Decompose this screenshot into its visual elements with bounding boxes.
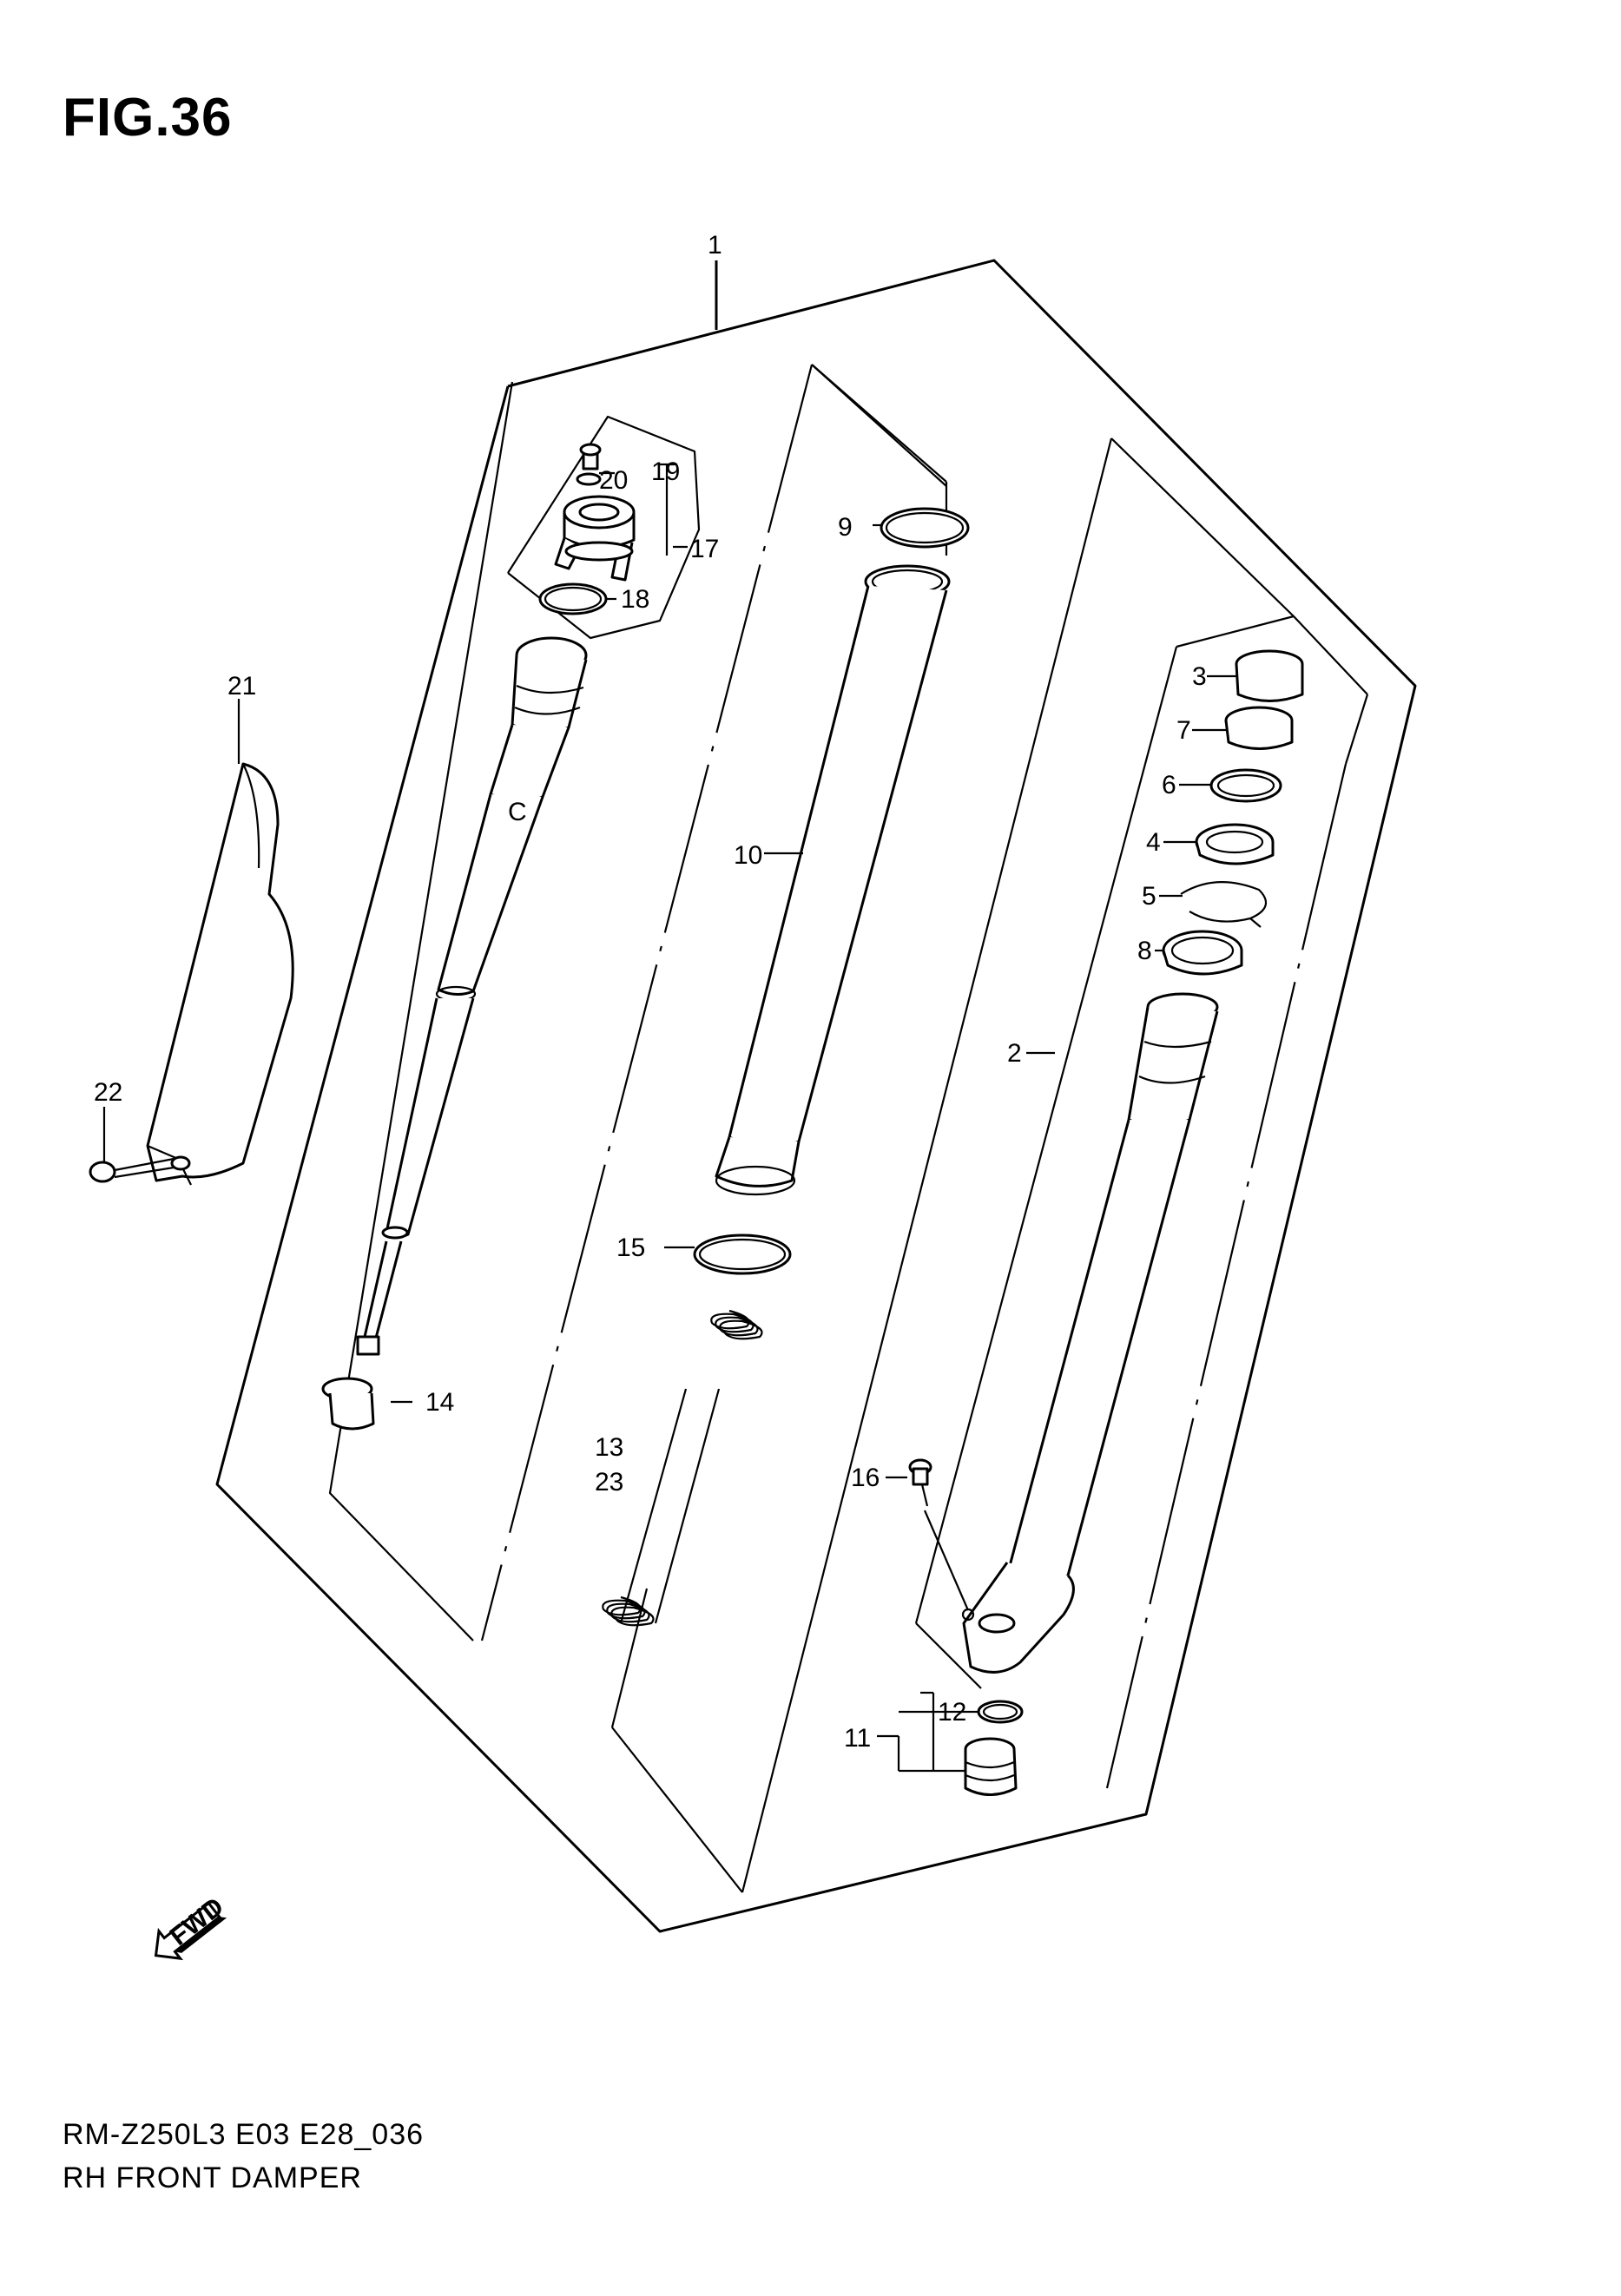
callout-3: 3 bbox=[1192, 662, 1207, 691]
plug-11-part bbox=[964, 1737, 1018, 1796]
oring-15-part bbox=[693, 1234, 792, 1275]
circlip-5-part bbox=[1180, 881, 1268, 928]
bushing-3-part bbox=[1235, 649, 1304, 702]
outer-tube-part bbox=[715, 564, 951, 1196]
callout-23: 23 bbox=[595, 1468, 623, 1497]
figure-title: FIG.36 bbox=[63, 88, 233, 148]
callout-7: 7 bbox=[1176, 716, 1191, 745]
callout-18: 18 bbox=[621, 585, 649, 614]
callout-12: 12 bbox=[938, 1698, 966, 1727]
fwd-arrow-icon: FWD bbox=[154, 1892, 229, 1961]
callout-21: 21 bbox=[227, 672, 256, 701]
callout-13: 13 bbox=[595, 1433, 623, 1462]
callout-labels: 1 19 20 17 18 9 10 21 22 14 15 13 23 3 7… bbox=[94, 231, 1207, 1753]
callout-9: 9 bbox=[838, 513, 853, 542]
bushing-7-part bbox=[1224, 706, 1294, 750]
cap-oring-part bbox=[538, 582, 608, 615]
cap-bolt-part bbox=[576, 443, 602, 486]
callout-4: 4 bbox=[1146, 828, 1161, 857]
dust-seal-8-part bbox=[1162, 930, 1243, 976]
callout-10: 10 bbox=[734, 841, 762, 870]
bleed-bolt-part bbox=[908, 1458, 970, 1611]
fork-spring-part bbox=[602, 1309, 763, 1627]
fwd-label: FWD bbox=[165, 1892, 229, 1951]
svg-text:C: C bbox=[508, 798, 527, 826]
leader-lines bbox=[102, 463, 1237, 1773]
washer-6-part bbox=[1209, 768, 1282, 803]
guard-bolt-part bbox=[89, 1155, 191, 1183]
callout-22: 22 bbox=[94, 1078, 122, 1107]
fork-guard-part bbox=[146, 762, 294, 1186]
bushing-part bbox=[321, 1377, 375, 1431]
diagram-caption: RH FRONT DAMPER bbox=[63, 2161, 362, 2194]
assembly-outline bbox=[215, 259, 1417, 1933]
model-code: RM-Z250L3 E03 E28_036 bbox=[63, 2118, 425, 2151]
inner-panel-middle bbox=[610, 364, 1368, 1893]
inner-tube-part bbox=[961, 992, 1219, 1674]
callout-11: 11 bbox=[844, 1724, 871, 1753]
oring-12-part bbox=[977, 1700, 1024, 1724]
callout-8: 8 bbox=[1137, 937, 1152, 965]
callout-15: 15 bbox=[616, 1234, 645, 1262]
callout-16: 16 bbox=[851, 1464, 880, 1492]
callout-6: 6 bbox=[1162, 771, 1176, 799]
callout-14: 14 bbox=[425, 1388, 454, 1417]
callout-5: 5 bbox=[1142, 882, 1156, 911]
callout-1: 1 bbox=[708, 231, 722, 260]
oring-9-part bbox=[880, 507, 970, 549]
damper-cartridge-part: C bbox=[356, 636, 588, 1356]
damper-cap-part bbox=[554, 495, 636, 582]
callout-17: 17 bbox=[690, 535, 719, 563]
callout-2: 2 bbox=[1007, 1039, 1022, 1068]
damper-cap-subbox bbox=[507, 415, 701, 640]
callout-20: 20 bbox=[599, 466, 628, 495]
inner-panel-right bbox=[914, 615, 1369, 1789]
callout-19: 19 bbox=[651, 457, 680, 486]
oil-seal-4-part bbox=[1195, 823, 1275, 865]
